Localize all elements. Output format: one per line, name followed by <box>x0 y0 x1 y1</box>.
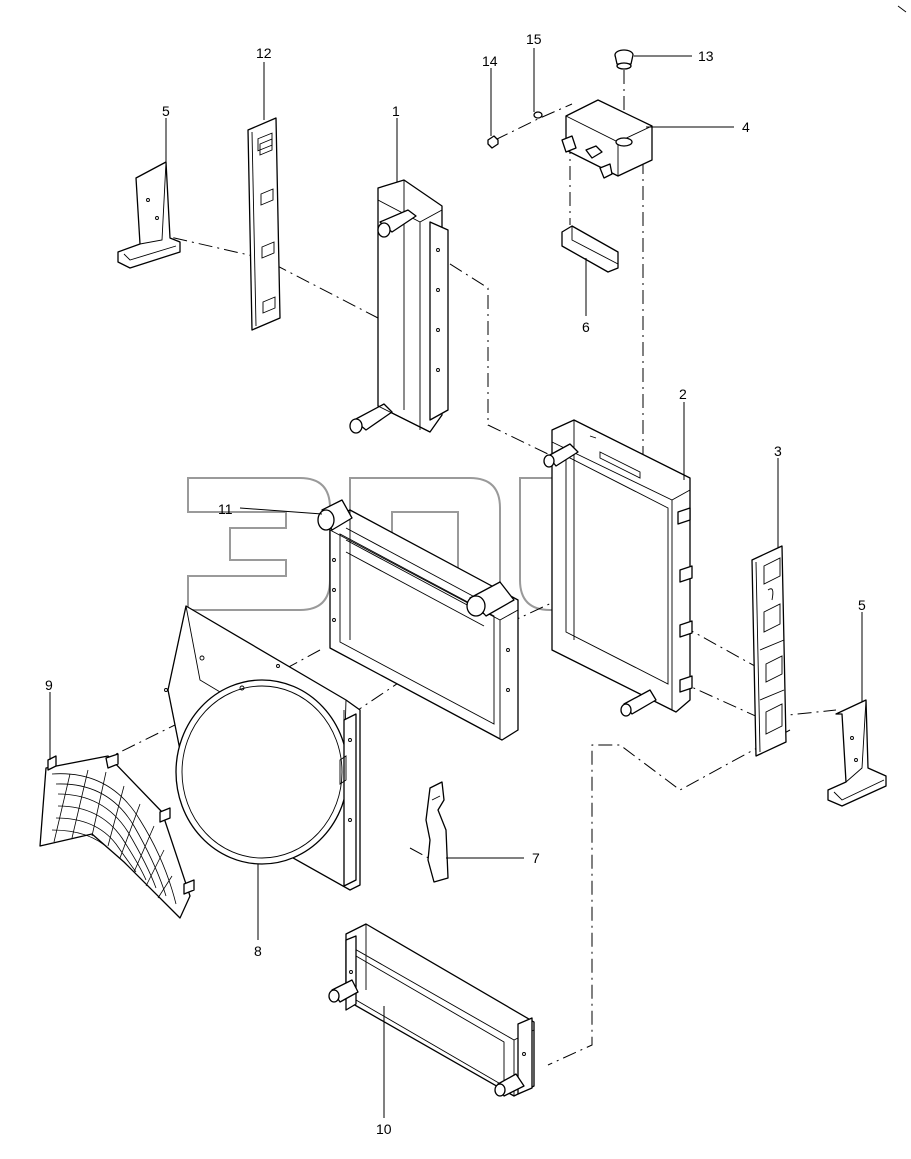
callout-15: 15 <box>526 31 542 47</box>
fuel-cooler <box>328 923 535 1097</box>
deflector-plate <box>425 781 449 883</box>
assembly-lines <box>107 70 837 1066</box>
callout-12: 12 <box>256 45 272 61</box>
bracket-left <box>117 161 181 269</box>
bracket-right <box>827 699 887 807</box>
tank-bracket <box>561 225 619 273</box>
expansion-tank <box>561 99 653 179</box>
callout-1: 1 <box>392 103 400 119</box>
fan-guard <box>39 753 195 919</box>
callout-5-left: 5 <box>162 103 170 119</box>
intercooler <box>317 499 519 741</box>
filler-cap <box>614 49 634 70</box>
oil-cooler <box>349 179 449 434</box>
main-radiator <box>543 419 693 717</box>
callout-9: 9 <box>45 677 53 693</box>
mounting-strip <box>247 117 281 331</box>
bolt <box>487 135 499 149</box>
callout-8: 8 <box>254 943 262 959</box>
callout-7: 7 <box>532 850 540 866</box>
callout-14: 14 <box>482 53 498 69</box>
callout-10: 10 <box>376 1121 392 1137</box>
fan-shroud <box>164 605 361 891</box>
side-panel <box>751 545 787 757</box>
corner-mark <box>897 5 907 13</box>
callout-4: 4 <box>742 119 750 135</box>
callout-2: 2 <box>679 386 687 402</box>
callout-13: 13 <box>698 48 714 64</box>
washer <box>533 111 543 119</box>
callout-3: 3 <box>774 443 782 459</box>
callout-labels: 1 2 3 4 5 5 6 7 8 9 10 11 12 13 14 15 <box>45 31 866 1137</box>
callout-6: 6 <box>582 319 590 335</box>
leader-lines <box>49 48 863 1118</box>
callout-11: 11 <box>218 501 233 517</box>
callout-5-right: 5 <box>858 597 866 613</box>
